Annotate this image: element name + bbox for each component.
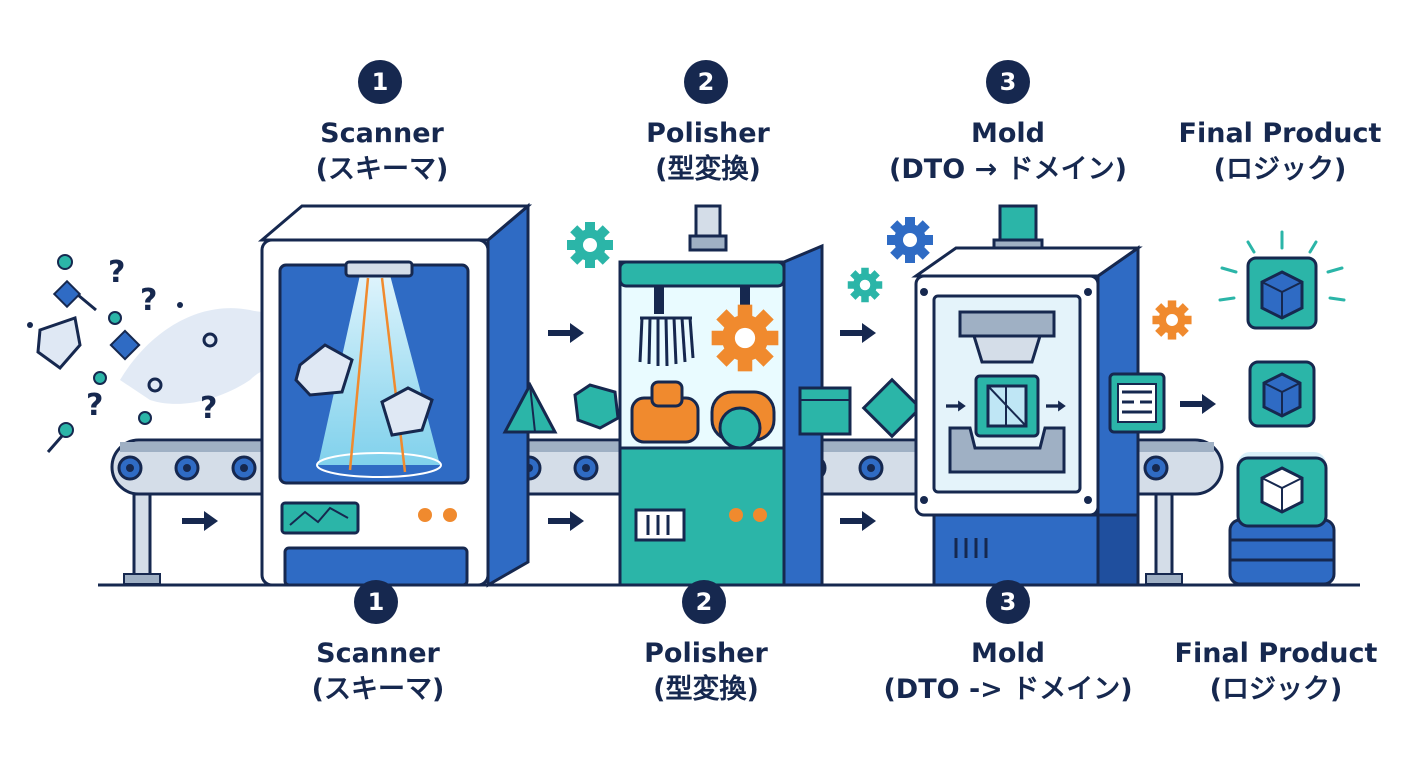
belt-items	[502, 377, 923, 439]
stage-title: Final Product	[1174, 638, 1378, 669]
stage-label-mold-top: Mold (DTO → ドメイン)	[848, 116, 1168, 188]
question-marks: ? ? ? ?	[86, 255, 217, 426]
flow-arrow-icon	[182, 511, 218, 531]
conveyor-roller	[573, 455, 599, 481]
stage-title: Mold	[971, 638, 1045, 669]
gear-icon	[1152, 300, 1192, 340]
flow-arrow-icon	[548, 511, 584, 531]
conveyor-roller	[1143, 455, 1169, 481]
stage-subtitle: (ロジック)	[1213, 154, 1347, 185]
stage-label-mold-bottom: Mold (DTO -> ドメイン)	[848, 636, 1168, 708]
stage-subtitle: (DTO -> ドメイン)	[883, 674, 1133, 705]
stage-label-scanner-bottom: Scanner (スキーマ)	[218, 636, 538, 708]
question-mark: ?	[108, 255, 125, 290]
question-mark: ?	[140, 283, 157, 318]
final-product-stack	[1218, 230, 1346, 586]
stage-title: Scanner	[316, 638, 440, 669]
flow-arrow-icon	[840, 511, 876, 531]
polisher-machine	[618, 204, 824, 587]
stage-subtitle: (スキーマ)	[315, 154, 449, 185]
gear-icon	[887, 217, 933, 263]
step-badge-1-bottom: 1	[354, 580, 398, 624]
stage-label-polisher-bottom: Polisher (型変換)	[546, 636, 866, 708]
gear-icon	[567, 222, 613, 268]
stage-title: Scanner	[320, 118, 444, 149]
conveyor-roller	[858, 455, 884, 481]
conveyor-roller	[174, 455, 200, 481]
gear-icon	[847, 267, 883, 303]
stage-label-final-top: Final Product (ロジック)	[1120, 116, 1408, 188]
stage-label-scanner-top: Scanner (スキーマ)	[222, 116, 542, 188]
step-badge-2-bottom: 2	[682, 580, 726, 624]
mold-machine	[911, 204, 1166, 587]
flow-arrow-icon	[548, 323, 584, 343]
stage-title: Mold	[971, 118, 1045, 149]
question-mark: ?	[200, 391, 217, 426]
step-badge-2-top: 2	[684, 60, 728, 104]
stage-title: Polisher	[646, 118, 770, 149]
flow-arrow-icon	[1180, 394, 1216, 414]
step-badge-3-bottom: 3	[986, 580, 1030, 624]
stage-subtitle: (型変換)	[655, 154, 761, 185]
flow-arrow-icon	[840, 323, 876, 343]
stage-subtitle: (スキーマ)	[311, 674, 445, 705]
stage-label-polisher-top: Polisher (型変換)	[548, 116, 868, 188]
stage-subtitle: (ロジック)	[1209, 674, 1343, 705]
question-mark: ?	[86, 388, 103, 423]
stage-subtitle: (型変換)	[653, 674, 759, 705]
conveyor-roller	[231, 455, 257, 481]
step-badge-3-top: 3	[986, 60, 1030, 104]
scanner-machine	[257, 202, 533, 588]
stage-label-final-bottom: Final Product (ロジック)	[1116, 636, 1408, 708]
stage-subtitle: (DTO → ドメイン)	[889, 154, 1127, 185]
stage-title: Polisher	[644, 638, 768, 669]
stage-title: Final Product	[1178, 118, 1382, 149]
conveyor-roller	[117, 455, 143, 481]
step-badge-1-top: 1	[358, 60, 402, 104]
